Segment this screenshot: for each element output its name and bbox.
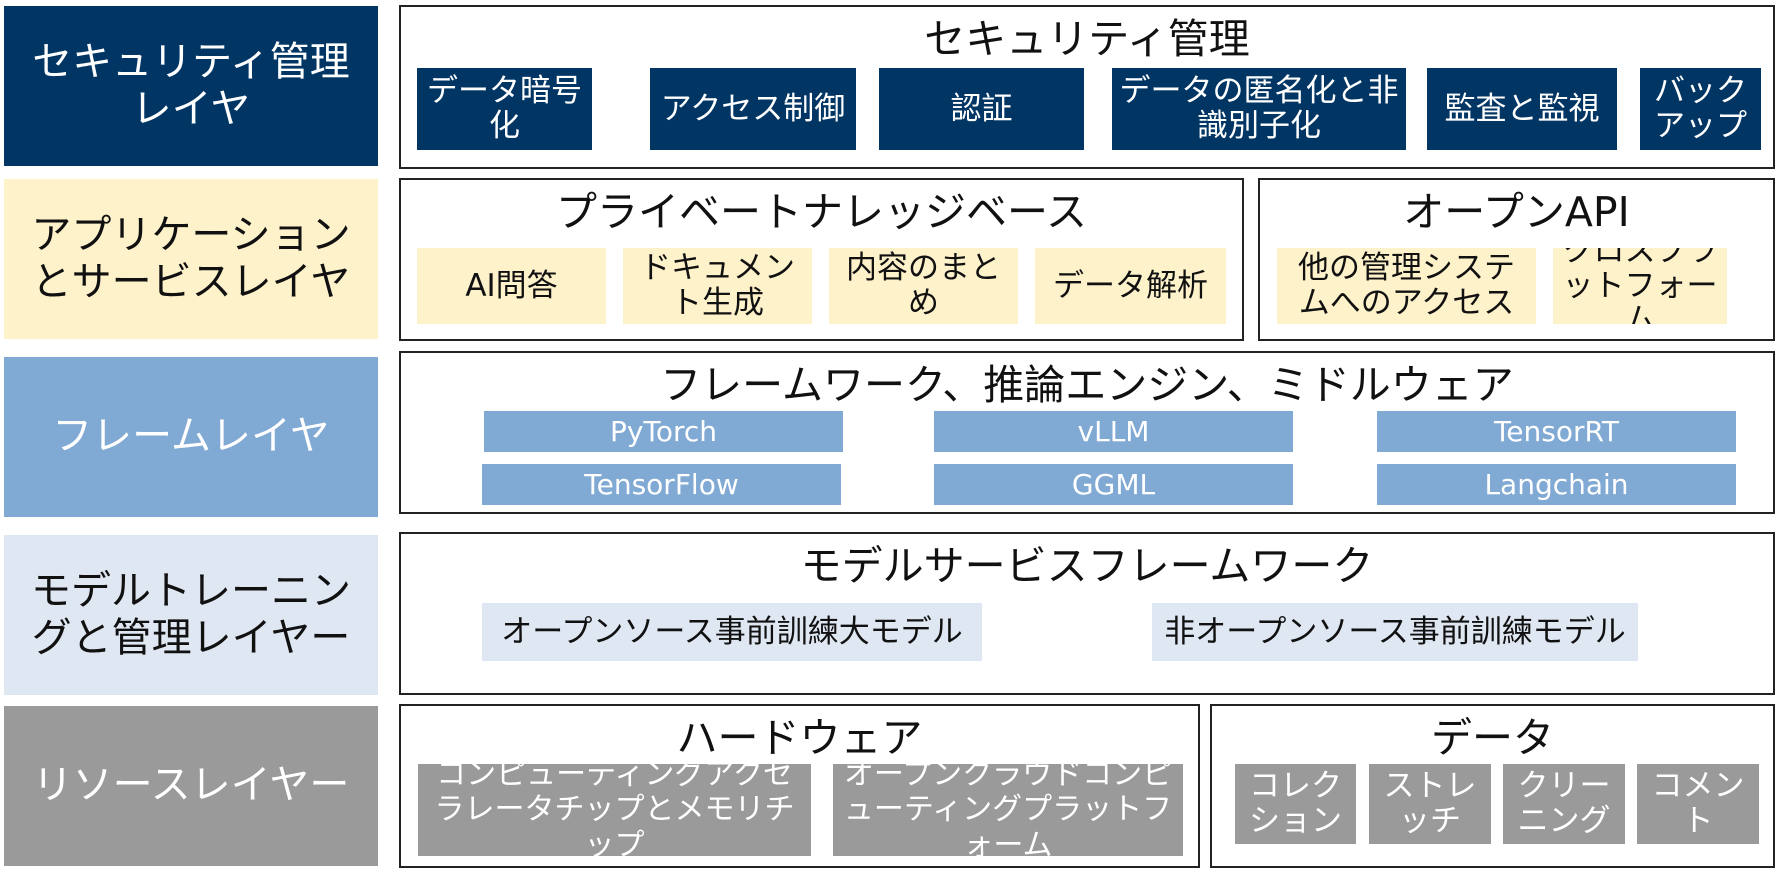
hardware-panel-title: ハードウェア [676,714,923,762]
model-panel-title: モデルサービスフレームワーク [800,542,1374,590]
knowledge-panel-title: プライベートナレッジベース [556,188,1087,236]
openapi-panel: オープンAPI 他の管理システムへのアクセス クロスプラットフォーム [1258,178,1775,341]
knowledge-item: ドキュメント生成 [623,248,812,324]
framework-panel: フレームワーク、推論エンジン、ミドルウェア PyTorch vLLM Tenso… [399,351,1775,514]
knowledge-item: 内容のまとめ [829,248,1018,324]
framework-item: GGML [934,464,1293,505]
model-panel: モデルサービスフレームワーク オープンソース事前訓練大モデル 非オープンソース事… [399,532,1775,695]
security-item: アクセス制御 [650,68,856,150]
model-item: オープンソース事前訓練大モデル [482,603,982,661]
framework-item: TensorFlow [482,464,841,505]
openapi-item: クロスプラットフォーム [1553,248,1727,324]
data-panel: データ コレクション ストレッチ クリーニング コメント [1210,704,1775,868]
framework-item: PyTorch [484,411,843,452]
layer-label-model: モデルトレーニングと管理レイヤー [4,535,378,695]
security-panel-title: セキュリティ管理 [924,15,1250,63]
security-item: 監査と監視 [1427,68,1617,150]
security-item: 認証 [879,68,1084,150]
knowledge-item: データ解析 [1035,248,1226,324]
data-item: コメント [1637,764,1759,844]
framework-item: vLLM [934,411,1293,452]
security-item: バックアップ [1640,68,1761,150]
security-panel: セキュリティ管理 データ暗号化 アクセス制御 認証 データの匿名化と非識別子化 … [399,5,1775,169]
model-item: 非オープンソース事前訓練モデル [1152,603,1638,661]
layer-label-resource: リソースレイヤー [4,706,378,866]
knowledge-panel: プライベートナレッジベース AI問答 ドキュメント生成 内容のまとめ データ解析 [399,178,1244,341]
layer-label-application: アプリケーションとサービスレイヤ [4,179,378,339]
data-item: クリーニング [1503,764,1625,844]
layer-label-framework: フレームレイヤ [4,357,378,517]
openapi-item: 他の管理システムへのアクセス [1277,248,1536,324]
framework-item: TensorRT [1377,411,1736,452]
data-item: コレクション [1235,764,1356,844]
framework-panel-title: フレームワーク、推論エンジン、ミドルウェア [660,361,1514,409]
layer-label-security: セキュリティ管理レイヤ [4,6,378,166]
security-item: データ暗号化 [417,68,592,150]
hardware-item: コンピューティングアクセラレータチップとメモリチップ [418,764,811,856]
knowledge-item: AI問答 [417,248,606,324]
security-item: データの匿名化と非識別子化 [1112,68,1406,150]
hardware-item: オープンクラウドコンピューティングプラットフォーム [833,764,1183,856]
data-panel-title: データ [1431,714,1554,762]
framework-item: Langchain [1377,464,1736,505]
data-item: ストレッチ [1369,764,1491,844]
openapi-panel-title: オープンAPI [1403,188,1630,236]
hardware-panel: ハードウェア コンピューティングアクセラレータチップとメモリチップ オープンクラ… [399,704,1200,868]
